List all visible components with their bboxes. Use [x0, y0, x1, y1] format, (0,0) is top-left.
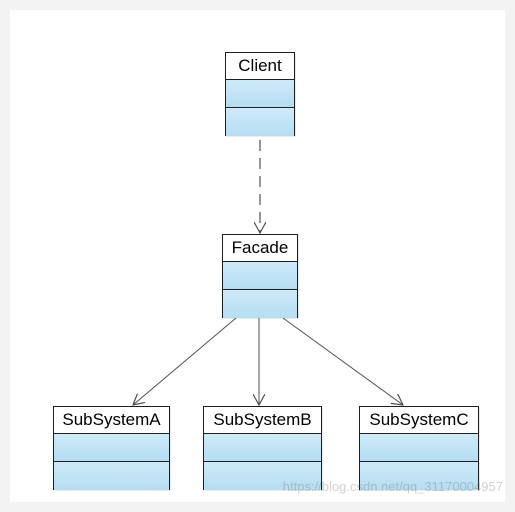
class-subsystem-b[interactable]: SubSystemB: [203, 406, 322, 490]
class-subsystem-c-attributes: [360, 434, 478, 462]
class-subsystem-b-attributes: [204, 434, 321, 462]
class-subsystem-a-name: SubSystemA: [54, 407, 169, 434]
class-facade[interactable]: Facade: [222, 234, 298, 318]
class-facade-operations: [223, 290, 297, 318]
class-client-name: Client: [226, 53, 294, 80]
class-subsystem-b-operations: [204, 462, 321, 490]
watermark-text: https://blog.csdn.net/qq_31170004957: [282, 479, 503, 494]
class-facade-name: Facade: [223, 235, 297, 262]
class-client-attributes: [226, 80, 294, 108]
class-subsystem-a[interactable]: SubSystemA: [53, 406, 170, 490]
class-facade-attributes: [223, 262, 297, 290]
class-subsystem-a-operations: [54, 462, 169, 490]
class-client-operations: [226, 108, 294, 136]
class-subsystem-b-name: SubSystemB: [204, 407, 321, 434]
class-subsystem-c[interactable]: SubSystemC: [359, 406, 479, 490]
class-client[interactable]: Client: [225, 52, 295, 136]
class-subsystem-c-name: SubSystemC: [360, 407, 478, 434]
class-subsystem-c-operations: [360, 462, 478, 490]
class-subsystem-a-attributes: [54, 434, 169, 462]
